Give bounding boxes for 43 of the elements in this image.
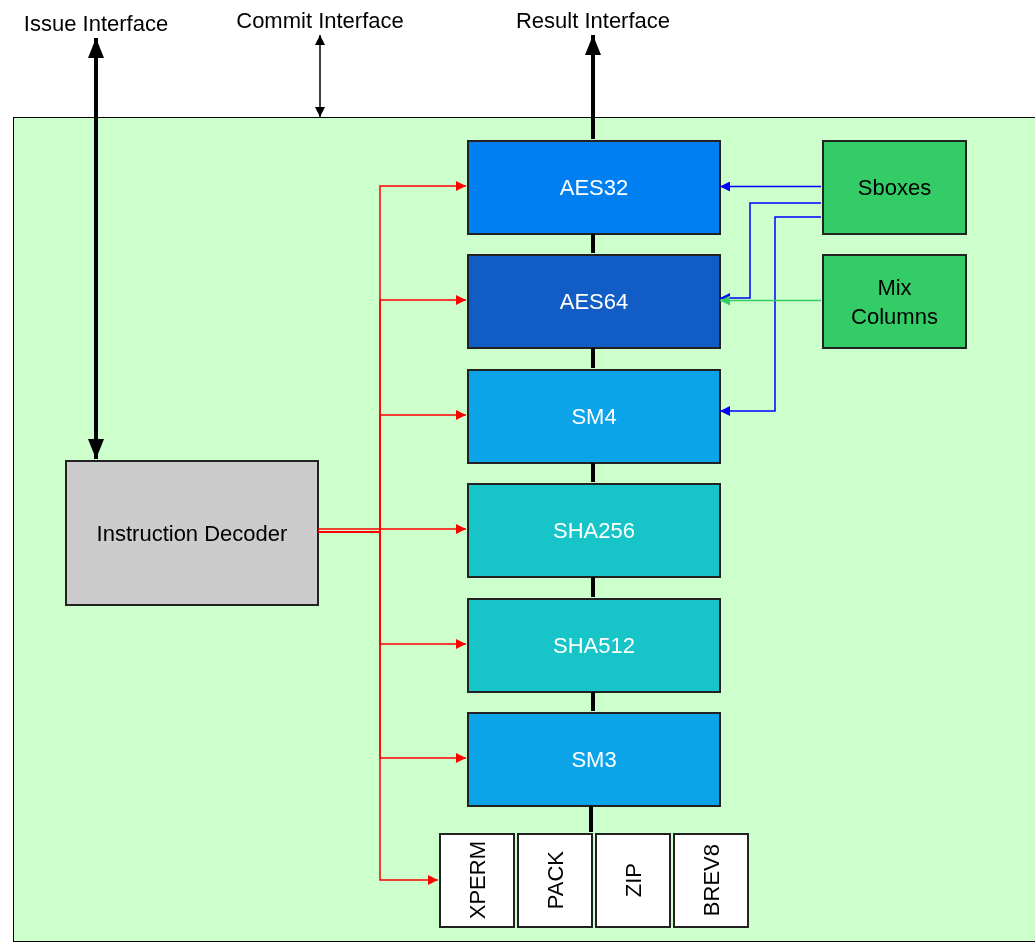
small-unit-box bbox=[595, 833, 671, 928]
box-label: Mix Columns bbox=[850, 273, 939, 331]
box-label: PACK bbox=[541, 851, 569, 910]
interface-label: Result Interface bbox=[514, 6, 672, 35]
interface-label: Commit Interface bbox=[235, 6, 405, 35]
unit-box bbox=[467, 712, 721, 807]
unit-box bbox=[467, 483, 721, 578]
table-box bbox=[822, 140, 967, 235]
decoder-box bbox=[65, 460, 319, 606]
bus-line bbox=[589, 806, 593, 832]
bus-line bbox=[591, 577, 595, 597]
unit-box bbox=[467, 598, 721, 693]
bus-line bbox=[591, 348, 595, 368]
arrow bbox=[719, 181, 822, 192]
bus-line bbox=[88, 38, 104, 459]
arrow bbox=[719, 216, 822, 416]
box-label: AES64 bbox=[558, 288, 630, 316]
box-label: AES32 bbox=[558, 174, 630, 202]
box-label: Sboxes bbox=[856, 174, 933, 202]
unit-box bbox=[467, 254, 721, 349]
bus-line bbox=[591, 692, 595, 711]
box-label: ZIP bbox=[619, 863, 647, 898]
interface-label: Issue Interface bbox=[22, 9, 170, 38]
table-box bbox=[822, 254, 967, 349]
small-unit-box bbox=[673, 833, 749, 928]
bus-line bbox=[591, 234, 595, 253]
unit-box bbox=[467, 140, 721, 235]
arrow bbox=[315, 34, 325, 118]
bus-line bbox=[585, 35, 601, 139]
arrow bbox=[719, 295, 822, 306]
box-label: SM4 bbox=[570, 403, 618, 431]
box-label: BREV8 bbox=[697, 844, 725, 917]
small-unit-box bbox=[439, 833, 515, 928]
box-label: SHA256 bbox=[552, 517, 636, 545]
box-label: SM3 bbox=[570, 746, 618, 774]
unit-box bbox=[467, 369, 721, 464]
box-label: SHA512 bbox=[552, 632, 636, 660]
bus-line bbox=[591, 463, 595, 482]
arrow bbox=[317, 524, 467, 534]
small-unit-box bbox=[517, 833, 593, 928]
box-label: XPERM bbox=[463, 841, 491, 920]
box-label: Instruction Decoder bbox=[95, 519, 289, 548]
module-background bbox=[13, 117, 1035, 942]
